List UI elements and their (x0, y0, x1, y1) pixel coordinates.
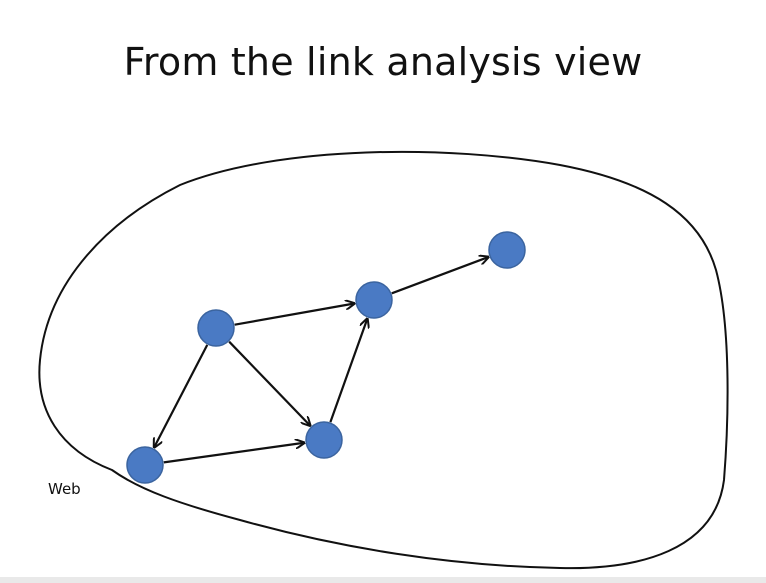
graph-node-e (305, 421, 343, 459)
web-region-outline (38, 150, 729, 570)
graph-node-c (488, 231, 526, 269)
edge-a-to-e (228, 340, 310, 426)
edge-a-to-d (154, 344, 209, 447)
web-label: Web (48, 480, 81, 498)
graph-node-b (355, 281, 393, 319)
edge-e-to-b (329, 319, 367, 423)
slide-title: From the link analysis view (123, 40, 643, 84)
edge-b-to-c (391, 257, 488, 295)
bottom-bar (0, 577, 766, 583)
edge-d-to-e (163, 443, 304, 464)
graph-node-d (126, 446, 164, 484)
edge-a-to-b (234, 303, 355, 326)
graph-node-a (197, 309, 235, 347)
